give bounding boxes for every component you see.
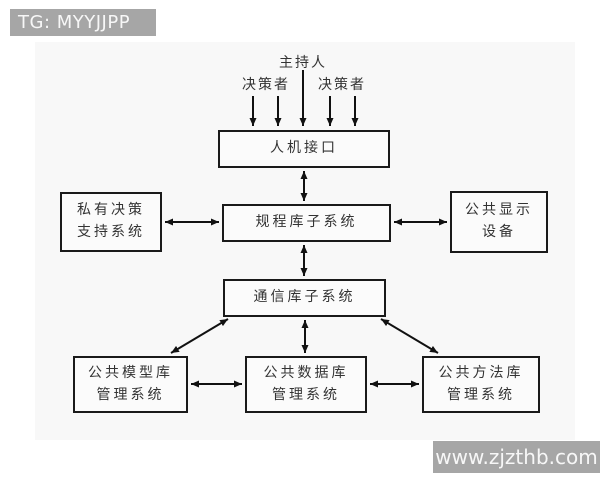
node-label-line2: 管理系统 [272, 386, 340, 403]
node-procedure-library-subsystem: 规程库子系统 [222, 204, 391, 242]
node-human-machine-interface: 人机接口 [218, 130, 390, 168]
node-label: 规程库子系统 [255, 214, 358, 231]
node-public-method-library-mgmt-system: 公共方法库 管理系统 [422, 356, 540, 413]
actor-moderator-label: 主持人 [279, 55, 327, 71]
node-label-line2: 管理系统 [447, 386, 515, 403]
node-label-line2: 管理系统 [96, 386, 165, 403]
node-label: 通信库子系统 [253, 289, 356, 306]
node-private-decision-support-system: 私有决策 支持系统 [60, 192, 162, 252]
node-label-line1: 公共方法库 [438, 364, 524, 381]
actor-decision-maker-right-label: 决策者 [318, 77, 366, 93]
actor-decision-maker-left-label: 决策者 [242, 77, 290, 93]
node-label-line1: 公共显示 [465, 202, 533, 219]
node-label: 人机接口 [270, 140, 338, 157]
node-label-line2: 设备 [482, 224, 516, 240]
node-public-model-library-mgmt-system: 公共模型库 管理系统 [73, 356, 188, 413]
node-communication-library-subsystem: 通信库子系统 [223, 279, 386, 317]
node-label-line1: 公共模型库 [88, 364, 173, 381]
node-public-display-device: 公共显示 设备 [450, 191, 548, 253]
watermark-top-left: TG: MYYJJPP [10, 9, 156, 36]
node-public-database-mgmt-system: 公共数据库 管理系统 [245, 356, 367, 413]
node-label-line1: 私有决策 [77, 202, 145, 219]
node-label-line2: 支持系统 [77, 224, 145, 240]
watermark-bottom-right: www.zjzthb.com [433, 441, 600, 473]
node-label-line1: 公共数据库 [263, 364, 349, 381]
